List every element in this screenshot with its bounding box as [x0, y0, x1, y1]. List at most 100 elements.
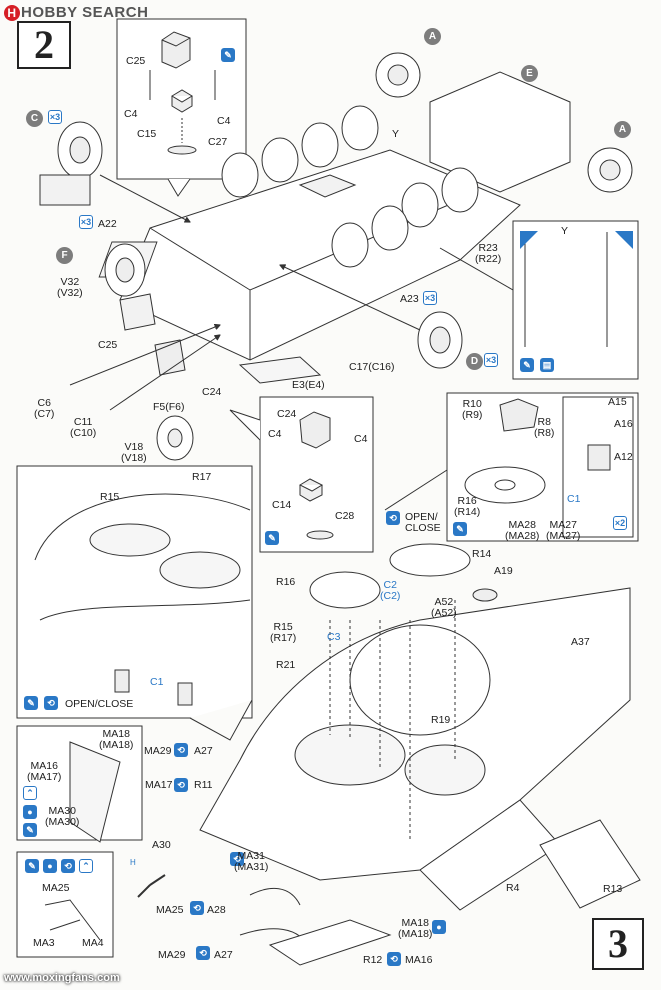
open-close-label-inset: OPEN/CLOSE — [65, 698, 134, 710]
label-ma16: MA16 — [405, 954, 433, 966]
label-c1-inset: C1 — [567, 493, 581, 505]
part-c1-right — [177, 682, 193, 706]
label-r21: R21 — [276, 659, 296, 671]
badge-d: D — [466, 353, 483, 370]
label-a30: A30 — [152, 839, 171, 851]
road-wheels-top-row — [221, 105, 479, 268]
label-ma29: MA29 — [158, 949, 186, 961]
label-c25-mid: C25 — [98, 339, 118, 351]
label-c3: C3 — [327, 631, 341, 643]
paint-icon: ▤ — [540, 358, 554, 372]
repeat-x3-icon: ×3 — [484, 353, 498, 367]
label-c6: C6 (C7) — [34, 397, 55, 420]
step-number-3: 3 — [592, 918, 644, 970]
label-r15: R15 (R17) — [270, 621, 297, 644]
label-c4: C4 — [268, 428, 282, 440]
part-r12 — [268, 919, 392, 966]
label-c27: C27 — [208, 136, 228, 148]
part-c25-lower — [119, 293, 156, 331]
label-ma27: MA27 (MA27) — [546, 519, 581, 542]
label-ma18: MA18 (MA18) — [99, 728, 134, 751]
label-r16-inset: R16 (R14) — [454, 495, 481, 518]
rotate-icon: ⟲ — [386, 511, 400, 525]
badge-e: E — [521, 65, 538, 82]
badge-c: C — [26, 110, 43, 127]
glue-icon: ✎ — [520, 358, 534, 372]
label-r12: R12 — [363, 954, 383, 966]
rotate-icon: ⟲ — [196, 946, 210, 960]
part-c24-box — [299, 411, 331, 449]
repeat-x3-icon: ×3 — [79, 215, 93, 229]
label-f5: F5(F6) — [153, 401, 185, 413]
label-a52: A52 (A52) — [431, 596, 457, 619]
part-c14 — [298, 478, 324, 502]
badge-f: F — [56, 247, 73, 264]
label-a27: A27 — [214, 949, 233, 961]
label-v18: V18 (V18) — [121, 441, 147, 464]
label-ma29: MA29 — [144, 745, 172, 757]
rotate-icon: ⟲ — [174, 743, 188, 757]
open-close-label: OPEN/ CLOSE — [405, 511, 441, 534]
label-r11: R11 — [194, 779, 213, 791]
glue-icon: ✎ — [23, 823, 37, 837]
part-a12 — [587, 444, 611, 471]
label-c15: C15 — [137, 128, 157, 140]
inset-y-panel — [512, 220, 639, 380]
inset-turret-panel — [16, 465, 253, 719]
label-ma28: MA28 (MA28) — [505, 519, 540, 542]
label-c24-box: C24 — [277, 408, 297, 420]
label-r4: R4 — [506, 882, 520, 894]
part-r16-hatch — [464, 466, 546, 504]
repeat-x3-icon: ×3 — [48, 110, 62, 124]
watermark: www.moxingfans.com — [4, 972, 120, 984]
glue-icon: ✎ — [24, 696, 38, 710]
label-a12: A12 — [614, 451, 633, 463]
label-c4: C4 — [217, 115, 231, 127]
label-r16: R16 — [276, 576, 296, 588]
callout-pointer — [167, 178, 191, 197]
rotate-icon: ⟲ — [174, 778, 188, 792]
direction-icon: ⌃ — [79, 859, 93, 873]
label-c4: C4 — [124, 108, 138, 120]
label-v32: V32 (V32) — [57, 276, 83, 299]
label-ma4: MA4 — [82, 937, 104, 949]
label-c25-top: C25 — [126, 55, 146, 67]
label-r19: R19 — [431, 714, 451, 726]
step-number-2: 2 — [17, 21, 71, 69]
label-r15-inset: R15 — [100, 491, 120, 503]
label-r8: R8 (R8) — [534, 416, 555, 439]
label-ma31: MA31 (MA31) — [234, 850, 269, 873]
part-e-final-drive — [429, 71, 571, 193]
rotate-icon: ⟲ — [61, 859, 75, 873]
paint-drop-icon: ● — [43, 859, 57, 873]
part-e3 — [238, 356, 322, 384]
part-r10 — [499, 398, 539, 432]
repeat-x3-icon: ×3 — [423, 291, 437, 305]
rotate-icon: ⟲ — [387, 952, 401, 966]
label-a37: A37 — [571, 636, 590, 648]
label-ma18: MA18 (MA18) — [398, 917, 433, 940]
rotate-icon: ⟲ — [190, 901, 204, 915]
label-a19: A19 — [494, 565, 513, 577]
paint-drop-icon: ● — [23, 805, 37, 819]
part-c27 — [167, 145, 197, 155]
repeat-x2-icon: ×2 — [613, 516, 627, 530]
label-c2: C2 (C2) — [380, 579, 401, 602]
rotate-icon: ⟲ — [230, 852, 244, 866]
badge-a-right: A — [614, 121, 631, 138]
part-c15 — [171, 89, 193, 113]
label-ma25: MA25 — [156, 904, 184, 916]
glue-icon: ✎ — [453, 522, 467, 536]
label-a28: A28 — [207, 904, 226, 916]
part-c24 — [154, 339, 186, 376]
label-ma3: MA3 — [33, 937, 55, 949]
part-c25 — [161, 31, 191, 69]
label-a27: A27 — [194, 745, 213, 757]
glue-icon: ✎ — [25, 859, 39, 873]
label-c28: C28 — [335, 510, 355, 522]
label-c11: C11 (C10) — [70, 416, 97, 439]
label-c1-hatch: C1 — [150, 676, 164, 688]
